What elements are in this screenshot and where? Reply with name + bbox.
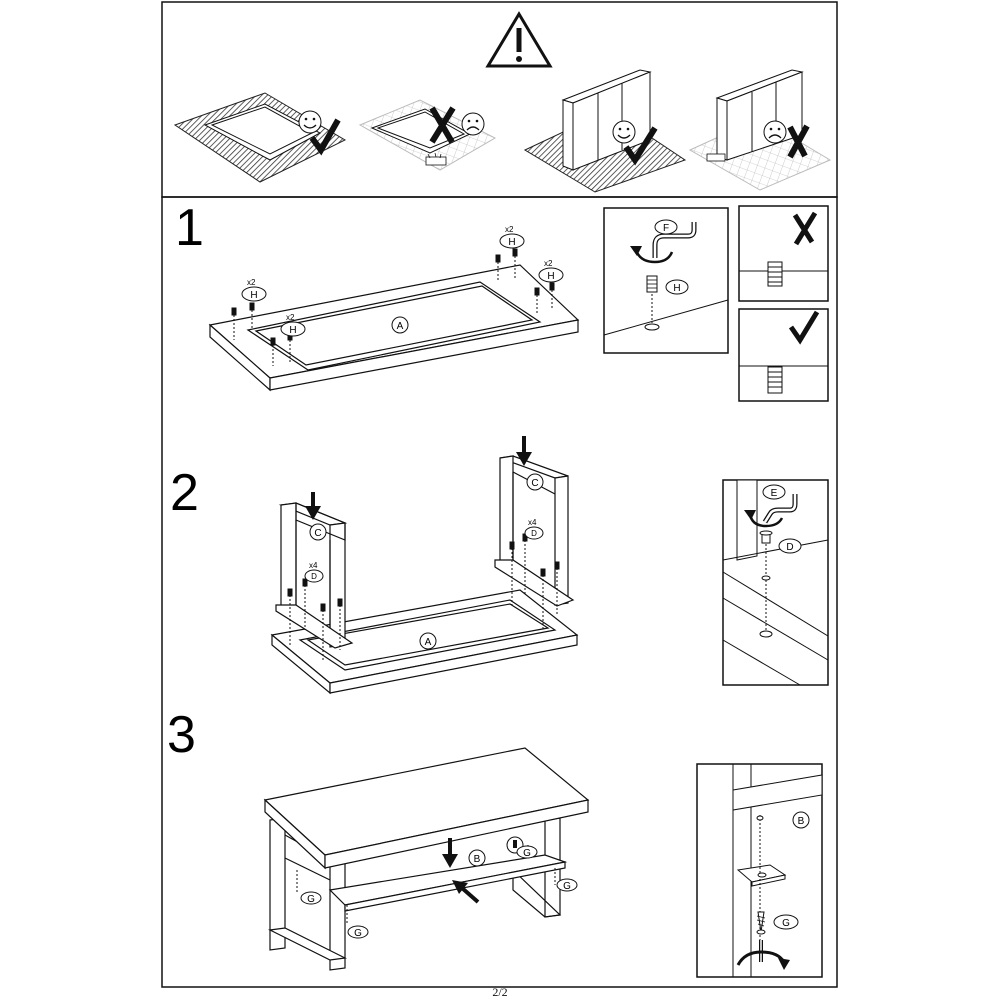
cabinet-on-floor-wrong-illustration <box>688 69 832 191</box>
svg-text:H: H <box>289 325 296 336</box>
cross-mark-icon <box>787 124 810 159</box>
board-on-carpet-ok-illustration <box>173 92 347 183</box>
svg-text:A: A <box>397 321 404 332</box>
sad-face-icon <box>461 112 485 136</box>
happy-face-icon <box>612 120 636 144</box>
insert-wrong-box <box>738 205 829 302</box>
check-mark-icon <box>623 126 658 166</box>
step-1-detail-box: F H <box>603 207 729 354</box>
part-g-detail-label: G <box>782 918 790 929</box>
steps-panel-frame <box>161 196 838 988</box>
rotate-arrow-icon <box>634 249 674 264</box>
step-2-left-leg-c <box>275 502 354 649</box>
step-1-qty-1: x2 <box>247 278 256 287</box>
part-h-label-2 <box>280 321 306 337</box>
part-d-label-2 <box>524 526 544 540</box>
cross-mark-icon <box>429 106 456 144</box>
step-2-qty-1: x4 <box>309 561 318 570</box>
down-arrow-icon <box>516 436 532 466</box>
diagonal-arrow-icon <box>452 880 480 904</box>
svg-text:G: G <box>563 881 571 892</box>
svg-text:G: G <box>307 894 315 905</box>
down-arrow-icon <box>442 838 458 868</box>
part-h-label-4 <box>538 267 564 283</box>
step-3-detail-box: B G <box>696 763 823 978</box>
part-h-detail-label: H <box>673 283 680 294</box>
check-mark-icon <box>309 118 341 156</box>
step-3-number: 3 <box>167 706 196 764</box>
svg-text:C: C <box>531 478 538 489</box>
svg-text:B: B <box>474 854 481 865</box>
rotate-arrow-icon <box>736 950 786 966</box>
insert-correct-box <box>738 308 829 402</box>
step-1-screws <box>231 248 555 366</box>
page-number: 2/2 <box>492 985 508 999</box>
part-g-label-3 <box>516 845 538 859</box>
part-d-detail-label: D <box>786 542 793 553</box>
part-g-label-2 <box>347 925 369 939</box>
happy-face-icon <box>298 110 322 134</box>
board-on-floor-wrong-illustration <box>358 99 497 171</box>
sad-face-icon <box>763 120 787 144</box>
svg-text:D: D <box>531 529 537 538</box>
svg-text:G: G <box>523 848 531 859</box>
cabinet-on-carpet-ok-illustration <box>523 69 687 193</box>
part-h-label-3 <box>499 233 525 249</box>
svg-text:H: H <box>250 290 257 301</box>
part-c-label-right <box>526 473 544 491</box>
svg-text:D: D <box>311 572 317 581</box>
down-arrow-icon <box>305 492 321 520</box>
part-b-detail-label: B <box>798 816 805 827</box>
part-g-label-1 <box>300 891 322 905</box>
allen-key-icon <box>762 494 798 524</box>
check-mark-icon <box>788 310 820 345</box>
wood-screw-icon <box>756 911 766 935</box>
part-a-label <box>391 316 409 334</box>
svg-text:H: H <box>508 237 515 248</box>
step-1-number: 1 <box>175 199 204 257</box>
step-2-qty-2: x4 <box>528 518 537 527</box>
cross-mark-icon <box>792 211 818 246</box>
part-c-label-left <box>309 523 327 541</box>
tool-f-label: F <box>663 223 669 234</box>
step-2-detail-box: E D <box>722 479 829 686</box>
step-1-qty-4: x2 <box>544 259 553 268</box>
part-h-label-1 <box>241 286 267 302</box>
svg-text:G: G <box>354 928 362 939</box>
step-3-screw-guides <box>296 845 556 925</box>
step-2-number: 2 <box>170 464 199 522</box>
allen-key-icon <box>652 222 697 258</box>
part-g-label-4 <box>556 878 578 892</box>
step-1-qty-3: x2 <box>505 225 514 234</box>
step-1-qty-2: x2 <box>286 313 295 322</box>
tool-e-label: E <box>771 488 778 499</box>
part-d-label-1 <box>304 569 324 583</box>
svg-text:A: A <box>425 637 432 648</box>
svg-text:C: C <box>314 528 321 539</box>
part-b-label <box>468 849 486 867</box>
part-a-label <box>419 632 437 650</box>
step-3-table-illustration <box>263 747 590 971</box>
step-2-screws <box>287 533 560 660</box>
rotate-arrow-icon <box>748 513 784 528</box>
warning-triangle-icon <box>485 11 553 68</box>
svg-text:H: H <box>547 271 554 282</box>
